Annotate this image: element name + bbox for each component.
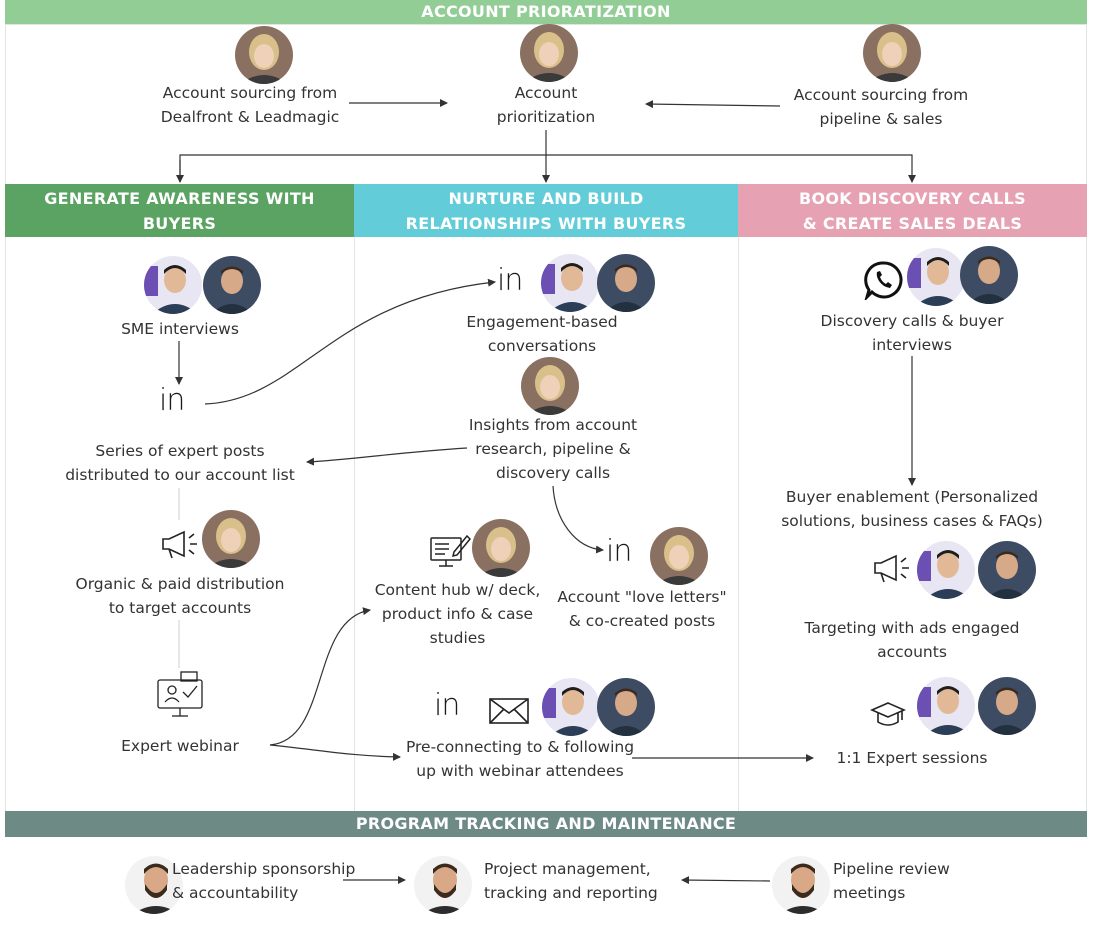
avatar-asian-man <box>917 677 975 735</box>
program-tracking-title: PROGRAM TRACKING AND MAINTENANCE <box>355 814 737 833</box>
column-divider-2 <box>738 237 739 811</box>
arrow-pipeline <box>681 876 771 885</box>
mail-icon <box>489 698 529 724</box>
column-divider-1 <box>354 237 355 811</box>
avatar-woman <box>521 357 579 415</box>
arrow-sourcing-right <box>645 100 781 109</box>
arrow-insights-to-love <box>552 485 604 554</box>
avatar-asian-man <box>917 541 975 599</box>
avatar-bearded-man <box>125 856 183 914</box>
avatar-asian-man <box>542 678 600 736</box>
avatar-asian-man <box>144 256 202 314</box>
whatsapp-icon <box>864 261 903 300</box>
linkedin-icon: in <box>606 534 632 569</box>
avatar-man-glasses <box>203 256 261 314</box>
project-management-text: Project management,tracking and reportin… <box>484 860 658 902</box>
linkedin-icon: in <box>497 263 523 298</box>
megaphone-icon <box>874 554 909 583</box>
arrow-webinar-to-content <box>269 607 371 746</box>
webinar-icon <box>157 671 203 717</box>
avatar-asian-man <box>907 248 965 306</box>
linkedin-icon: in <box>159 383 185 418</box>
expert-webinar-text: Expert webinar <box>121 737 239 755</box>
content-hub-icon <box>430 534 471 567</box>
avatar-man-glasses <box>978 541 1036 599</box>
avatar-man-glasses <box>597 678 655 736</box>
column-header-awareness: GENERATE AWARENESS WITH BUYERS@ TARGET A… <box>5 184 354 258</box>
sme-interviews-text: SME interviews <box>121 320 239 338</box>
avatar-man-glasses <box>597 254 655 312</box>
avatar-woman <box>472 519 530 577</box>
avatar-woman <box>235 26 293 84</box>
avatar-woman <box>202 510 260 568</box>
arrow-posts-to-engagement <box>204 278 496 405</box>
love-letters-text: Account "love letters"& co-created posts <box>557 588 727 630</box>
account-prioritization-bar: ACCOUNT PRIORATIZATION <box>5 0 1087 24</box>
avatar-woman <box>650 527 708 585</box>
avatar-man-glasses <box>960 246 1018 304</box>
program-tracking-bar: PROGRAM TRACKING AND MAINTENANCE <box>5 811 1087 837</box>
avatar-bearded-man <box>772 856 830 914</box>
arrow-insights-to-posts <box>306 447 468 466</box>
column-header-book: BOOK DISCOVERY CALLS& CREATE SALES DEALS <box>738 184 1087 237</box>
leadership-text: Leadership sponsorship& accountability <box>172 860 356 902</box>
graduation-cap-icon <box>870 702 906 726</box>
linkedin-icon: in <box>434 688 460 723</box>
avatar-man-glasses <box>978 677 1036 735</box>
avatar-woman <box>863 24 921 82</box>
megaphone-icon <box>162 530 197 559</box>
arrow-webinar-to-preconnect <box>269 744 401 761</box>
avatar-woman <box>520 24 578 82</box>
avatar-bearded-man <box>414 856 472 914</box>
expert-sessions-text: 1:1 Expert sessions <box>836 749 988 767</box>
account-prioritization-title: ACCOUNT PRIORATIZATION <box>421 2 671 21</box>
avatar-asian-man <box>541 254 599 312</box>
